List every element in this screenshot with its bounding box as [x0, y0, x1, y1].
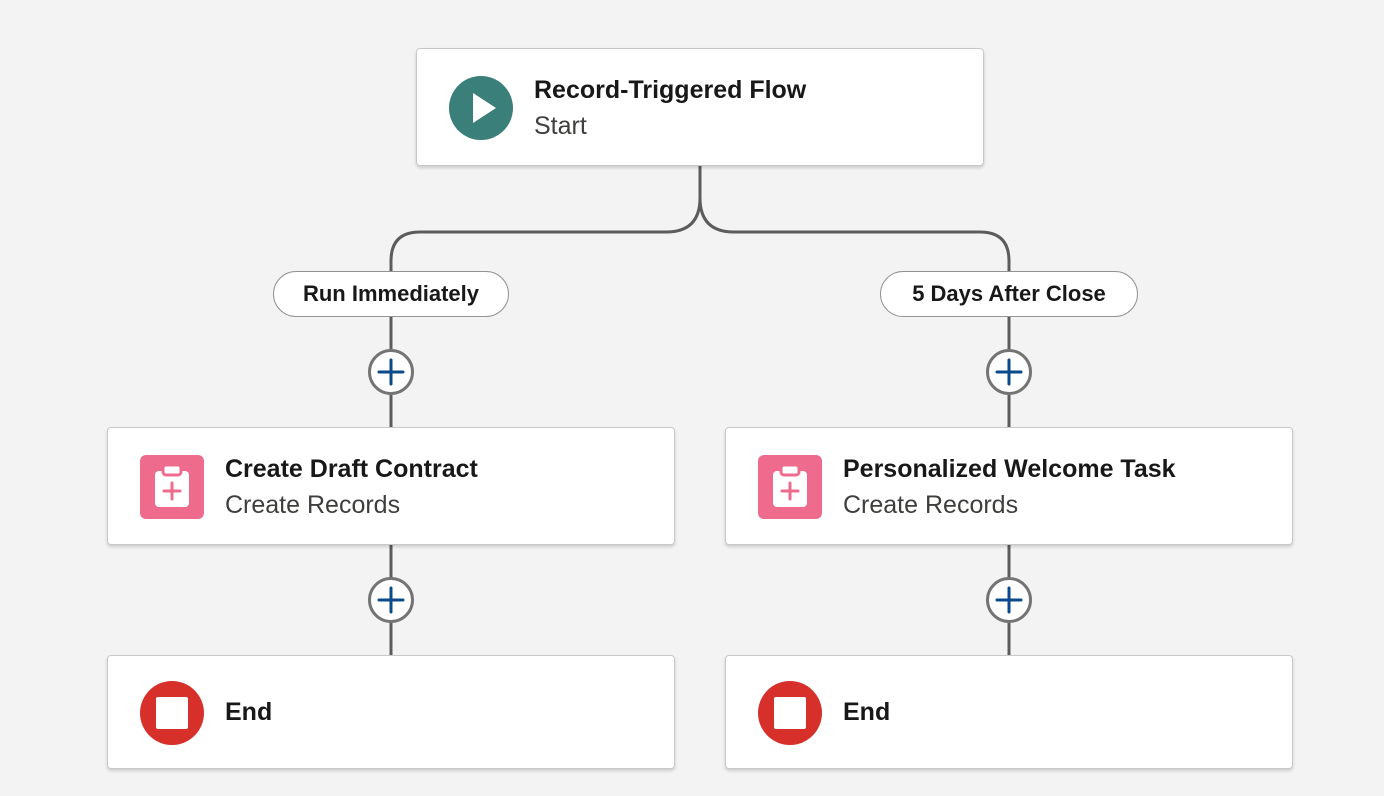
- stop-icon: [758, 681, 822, 745]
- add-element-button-left-1[interactable]: [368, 349, 414, 395]
- add-element-button-right-2[interactable]: [986, 577, 1032, 623]
- connector-branch-left: [389, 197, 702, 272]
- element-type: Create Records: [843, 491, 1019, 519]
- branch-label-5-days-after-close[interactable]: 5 Days After Close: [880, 271, 1138, 317]
- element-title: Create Draft Contract: [225, 455, 478, 483]
- start-node[interactable]: Record-Triggered Flow Start: [416, 48, 984, 166]
- element-title: Personalized Welcome Task: [843, 455, 1176, 483]
- connector-branch-right: [698, 197, 1011, 272]
- play-icon: [449, 76, 513, 140]
- end-title: End: [225, 698, 273, 726]
- create-records-icon: [758, 455, 822, 519]
- start-title: Record-Triggered Flow: [534, 76, 807, 104]
- end-node-left[interactable]: End: [107, 655, 675, 769]
- element-type: Create Records: [225, 491, 401, 519]
- create-records-icon: [140, 455, 204, 519]
- element-node-personalized-welcome-task[interactable]: Personalized Welcome Task Create Records: [725, 427, 1293, 545]
- end-node-right[interactable]: End: [725, 655, 1293, 769]
- branch-label-run-immediately[interactable]: Run Immediately: [273, 271, 509, 317]
- end-title: End: [843, 698, 891, 726]
- stop-icon: [140, 681, 204, 745]
- start-subtitle: Start: [534, 112, 587, 140]
- add-element-button-right-1[interactable]: [986, 349, 1032, 395]
- element-node-create-draft-contract[interactable]: Create Draft Contract Create Records: [107, 427, 675, 545]
- plus-icon: [377, 586, 405, 614]
- plus-icon: [995, 586, 1023, 614]
- add-element-button-left-2[interactable]: [368, 577, 414, 623]
- plus-icon: [377, 358, 405, 386]
- plus-icon: [995, 358, 1023, 386]
